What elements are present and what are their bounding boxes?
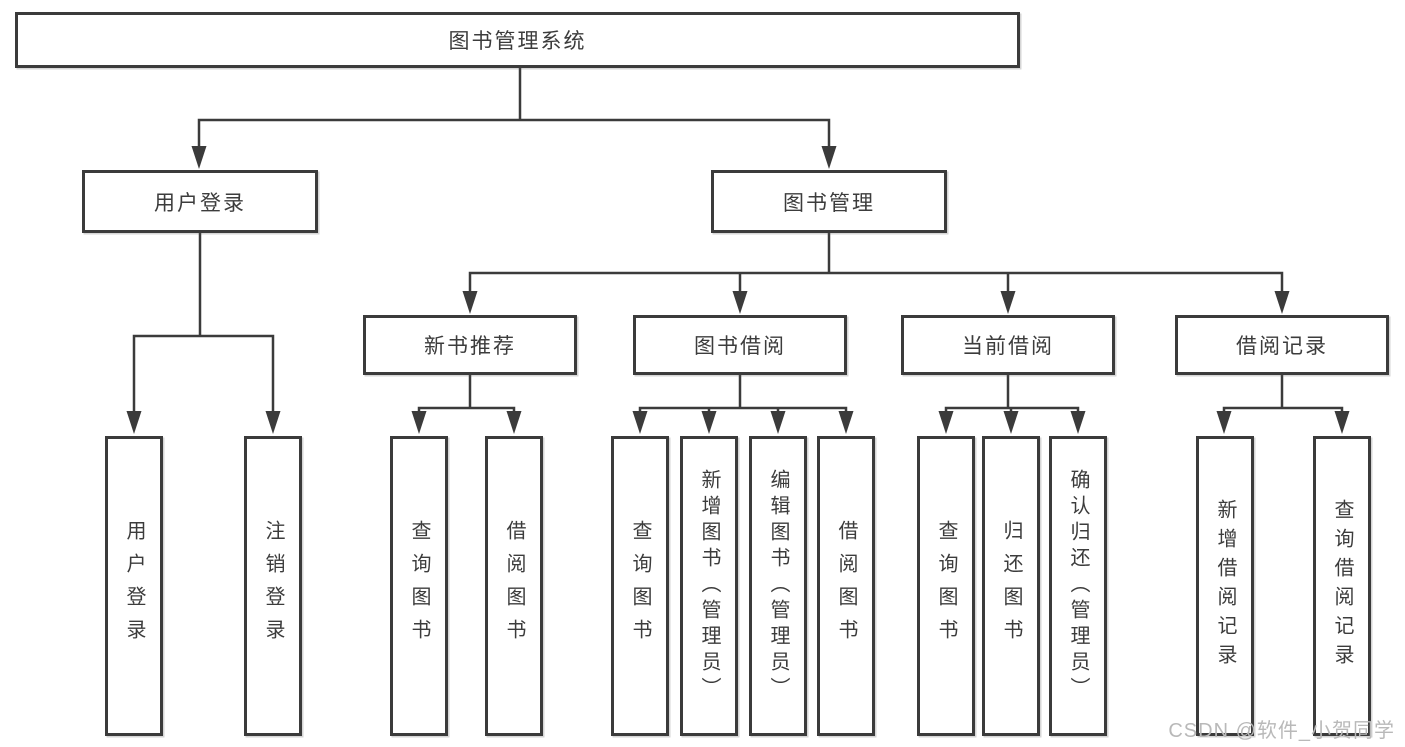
node-user-login: 用户登录 [82, 170, 318, 233]
leaf-return-books: 归还图书 [982, 436, 1040, 736]
arrowhead [1003, 411, 1019, 434]
leaf-confirm-return-admin: 确认归还（管理员） [1049, 436, 1107, 736]
arrowhead [632, 411, 648, 434]
arrowhead [411, 411, 427, 434]
node-book-management-label: 图书管理 [783, 191, 875, 215]
arrowhead [701, 411, 717, 434]
leaf-add-borrow-record-label: 新增借阅记录 [1214, 499, 1236, 673]
node-current-borrow: 当前借阅 [901, 315, 1115, 375]
arrowhead [1334, 411, 1350, 434]
leaf-query-books-current: 查询图书 [917, 436, 975, 736]
node-library-system-label: 图书管理系统 [448, 30, 587, 53]
leaf-borrow-books-recommend: 借阅图书 [485, 436, 543, 736]
arrowhead [770, 411, 786, 434]
leaf-query-borrow-record: 查询借阅记录 [1313, 436, 1371, 736]
node-borrow-records: 借阅记录 [1175, 315, 1389, 375]
arrowhead [265, 411, 281, 434]
leaf-logout: 注销登录 [244, 436, 302, 736]
edge-bookborrow-to-leaves [638, 373, 848, 417]
leaf-add-book-admin: 新增图书（管理员） [680, 436, 738, 736]
arrowhead [821, 146, 837, 169]
arrowhead [938, 411, 954, 434]
arrowhead [126, 411, 142, 434]
leaf-query-books-borrow-label: 查询图书 [629, 520, 651, 652]
arrowhead [1274, 291, 1290, 314]
arrowhead [506, 411, 522, 434]
leaf-query-books-recommend-label: 查询图书 [408, 520, 430, 652]
node-library-system: 图书管理系统 [15, 12, 1020, 68]
leaf-query-books-borrow: 查询图书 [611, 436, 669, 736]
arrowhead [191, 146, 207, 169]
node-user-login-label: 用户登录 [154, 191, 246, 215]
arrowhead [732, 291, 748, 314]
leaf-borrow-books-label: 借阅图书 [835, 520, 857, 652]
leaf-logout-label: 注销登录 [262, 520, 284, 652]
leaf-edit-book-admin-label: 编辑图书（管理员） [767, 469, 789, 703]
leaf-query-books-recommend: 查询图书 [390, 436, 448, 736]
node-new-book-recommend-label: 新书推荐 [424, 335, 516, 358]
node-book-borrow: 图书借阅 [633, 315, 847, 375]
edge-newbooks-to-leaves [417, 373, 516, 417]
csdn-watermark: CSDN @软件_小贺同学 [1168, 720, 1395, 742]
leaf-query-borrow-record-label: 查询借阅记录 [1331, 499, 1353, 673]
leaf-add-borrow-record: 新增借阅记录 [1196, 436, 1254, 736]
node-borrow-records-label: 借阅记录 [1236, 335, 1328, 358]
node-book-management: 图书管理 [711, 170, 947, 233]
node-new-book-recommend: 新书推荐 [363, 315, 577, 375]
arrowhead [1000, 291, 1016, 314]
leaf-borrow-books-recommend-label: 借阅图书 [503, 520, 525, 652]
leaf-user-login-label: 用户登录 [123, 520, 145, 652]
arrowhead [838, 411, 854, 434]
edge-bookmgmt-to-level3 [468, 231, 1284, 296]
leaf-query-books-current-label: 查询图书 [935, 520, 957, 652]
edge-curborrow-to-leaves [944, 373, 1080, 417]
node-current-borrow-label: 当前借阅 [962, 335, 1054, 358]
node-book-borrow-label: 图书借阅 [694, 335, 786, 358]
arrowhead [462, 291, 478, 314]
edge-root-to-level2 [197, 66, 831, 151]
leaf-edit-book-admin: 编辑图书（管理员） [749, 436, 807, 736]
arrowhead [1070, 411, 1086, 434]
arrowhead [1216, 411, 1232, 434]
leaf-confirm-return-admin-label: 确认归还（管理员） [1067, 469, 1089, 703]
leaf-return-books-label: 归还图书 [1000, 520, 1022, 652]
leaf-borrow-books: 借阅图书 [817, 436, 875, 736]
leaf-user-login: 用户登录 [105, 436, 163, 736]
edge-userlogin-to-leaves [132, 231, 275, 415]
leaf-add-book-admin-label: 新增图书（管理员） [698, 469, 720, 703]
edge-borrowrec-to-leaves [1222, 373, 1344, 417]
